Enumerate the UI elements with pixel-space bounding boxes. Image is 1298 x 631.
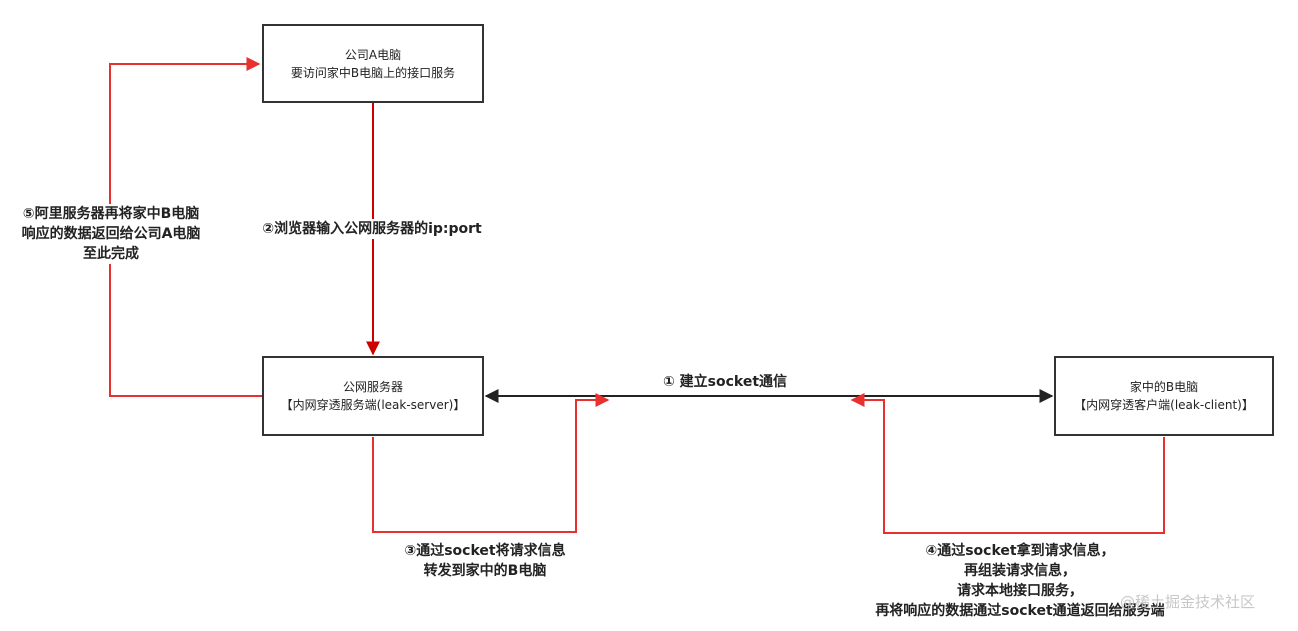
node-company-pc: 公司A电脑 要访问家中B电脑上的接口服务	[262, 24, 484, 103]
node-home-pc: 家中的B电脑 【内网穿透客户端(leak-client)】	[1054, 356, 1274, 436]
node-company-pc-title: 公司A电脑	[344, 47, 402, 62]
node-public-server: 公网服务器 【内网穿透服务端(leak-server)】	[262, 356, 484, 436]
arrow-step3	[372, 393, 610, 533]
node-public-server-desc: 【内网穿透服务端(leak-server)】	[280, 398, 466, 412]
node-home-pc-title: 家中的B电脑	[1129, 380, 1199, 394]
label-step3-line: ③通过socket将请求信息	[404, 543, 566, 559]
label-step5-line: 至此完成	[83, 246, 139, 262]
label-step4: ④通过socket拿到请求信息， 再组装请求信息， 请求本地接口服务， 再将响应…	[850, 541, 1190, 621]
label-step5-line: 响应的数据返回给公司A电脑	[21, 226, 201, 242]
label-step4-line: 再将响应的数据通过socket通道返回给服务端	[875, 603, 1165, 619]
label-step1-line: ① 建立socket通信	[662, 374, 788, 390]
label-step4-line: 请求本地接口服务，	[957, 583, 1083, 599]
arrow-step4	[850, 393, 1165, 534]
label-step5: ⑤阿里服务器再将家中B电脑 响应的数据返回给公司A电脑 至此完成	[0, 204, 222, 264]
label-step5-line: ⑤阿里服务器再将家中B电脑	[22, 206, 200, 222]
label-step2: ②浏览器输入公网服务器的ip:port	[252, 219, 492, 239]
label-step1: ① 建立socket通信	[600, 372, 850, 392]
label-step4-line: 再组装请求信息，	[964, 563, 1076, 579]
node-public-server-title: 公网服务器	[342, 380, 403, 394]
label-step3-line: 转发到家中的B电脑	[423, 563, 547, 579]
label-step4-line: ④通过socket拿到请求信息，	[925, 543, 1115, 559]
node-home-pc-desc: 【内网穿透客户端(leak-client)】	[1074, 398, 1254, 412]
label-step2-line: ②浏览器输入公网服务器的ip:port	[262, 221, 482, 237]
label-step3: ③通过socket将请求信息 转发到家中的B电脑	[365, 541, 605, 581]
node-company-pc-desc: 要访问家中B电脑上的接口服务	[290, 65, 456, 80]
watermark: @稀土掘金技术社区	[1120, 593, 1256, 611]
